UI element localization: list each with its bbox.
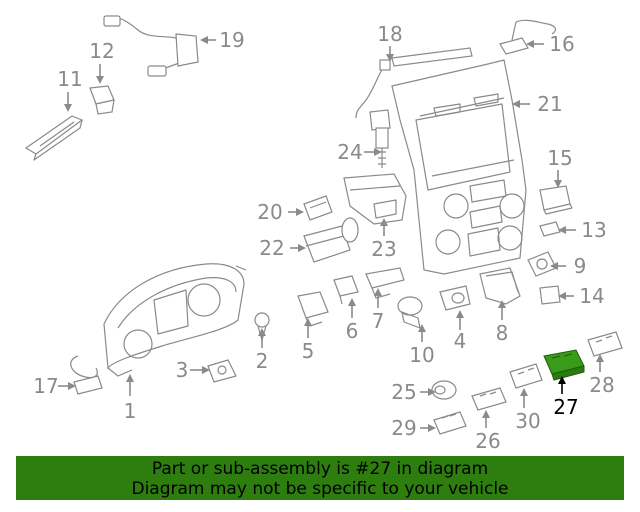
callout-7: 7 <box>372 309 385 333</box>
part-14-clip <box>539 285 561 305</box>
part-28-switch-bank <box>587 331 623 357</box>
callout-26: 26 <box>475 429 500 453</box>
callout-2: 2 <box>256 349 269 373</box>
part-30-switch-bank <box>509 363 543 389</box>
part-4-switch <box>439 285 471 311</box>
callout-10: 10 <box>409 343 434 367</box>
part-22-rotary-switch <box>303 217 359 263</box>
part-12-clip <box>89 85 115 115</box>
part-2-screw <box>254 312 270 341</box>
part-26-switch-bank <box>471 387 507 411</box>
callout-16: 16 <box>549 32 574 56</box>
callout-27-highlighted: 27 <box>553 395 578 419</box>
callout-8: 8 <box>496 321 509 345</box>
callout-22: 22 <box>259 236 284 260</box>
part-20-switch <box>303 195 333 221</box>
part-24-stem <box>369 109 391 168</box>
callout-13: 13 <box>581 218 606 242</box>
callouts: 1 2 3 4 5 6 7 8 9 10 11 12 13 <box>33 22 614 453</box>
part-19-harness <box>103 15 199 77</box>
banner-line-2: Diagram may not be specific to your vehi… <box>131 479 509 499</box>
callout-25: 25 <box>391 380 416 404</box>
parts-diagram: 1 2 3 4 5 6 7 8 9 10 11 12 13 <box>24 15 623 453</box>
callout-17: 17 <box>33 374 58 398</box>
callout-21: 21 <box>537 92 562 116</box>
callout-5: 5 <box>302 339 315 363</box>
callout-3: 3 <box>176 358 189 382</box>
part-1-instrument-cluster <box>103 263 247 377</box>
callout-4: 4 <box>454 329 467 353</box>
banner-line-1: Part or sub-assembly is #27 in diagram <box>151 459 489 479</box>
part-15-button <box>539 185 573 215</box>
part-29-switch-bank <box>433 411 467 435</box>
part-5-bracket <box>297 291 329 327</box>
callout-11: 11 <box>57 67 82 91</box>
callout-18: 18 <box>377 22 402 46</box>
callout-23: 23 <box>371 237 396 261</box>
part-11-trim-bar <box>24 115 84 161</box>
part-16-wire <box>499 19 557 55</box>
part-13-pin <box>539 221 561 237</box>
callout-1: 1 <box>124 399 137 423</box>
part-18-sensor-cable <box>355 47 473 119</box>
part-27-highlighted[interactable] <box>543 349 585 381</box>
callout-14: 14 <box>579 284 604 308</box>
callout-28: 28 <box>589 373 614 397</box>
part-7-bracket <box>365 267 405 299</box>
part-9-knob <box>527 251 557 277</box>
callout-19: 19 <box>219 28 244 52</box>
callout-20: 20 <box>257 200 282 224</box>
part-6-connector <box>333 275 359 305</box>
part-23-switch-module <box>343 173 407 225</box>
callout-6: 6 <box>346 319 359 343</box>
callout-24: 24 <box>337 140 362 164</box>
info-banner: Part or sub-assembly is #27 in diagram D… <box>16 456 624 500</box>
part-3-clip <box>207 359 237 383</box>
callout-12: 12 <box>89 39 114 63</box>
callout-15: 15 <box>547 146 572 170</box>
part-21-bezel <box>391 59 527 275</box>
part-10-socket <box>397 296 423 329</box>
callout-9: 9 <box>574 254 587 278</box>
callout-29: 29 <box>391 416 416 440</box>
callout-30: 30 <box>515 409 540 433</box>
part-8-bin <box>479 267 521 305</box>
part-25-button <box>431 380 457 400</box>
part-17-wire-connector <box>70 355 103 395</box>
